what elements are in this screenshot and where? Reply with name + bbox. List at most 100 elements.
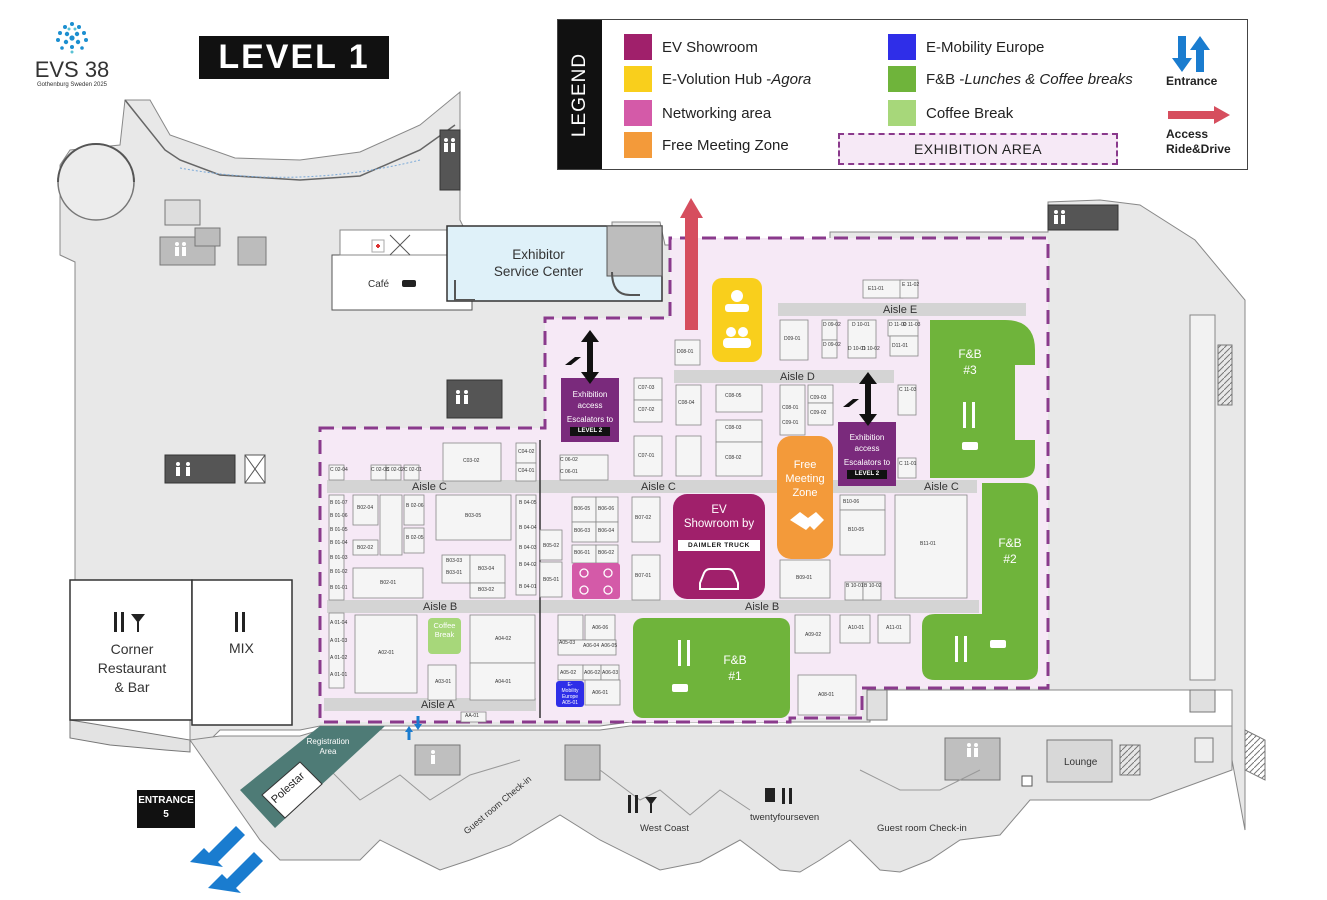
booth-label[interactable]: E 11-02 (902, 282, 920, 288)
booth-label[interactable]: D 09-02 (823, 342, 841, 348)
ev-showroom-line2: Showroom by (683, 518, 755, 530)
booth-label[interactable]: B 01-03 (330, 555, 348, 561)
booth-label[interactable]: C04-01 (518, 468, 535, 474)
booth-label[interactable]: C 02-03 (371, 467, 389, 473)
booth-label[interactable]: C03-02 (463, 458, 480, 464)
booth-label[interactable]: C 02-01 (404, 467, 422, 473)
booth-label[interactable]: B 02-05 (406, 535, 424, 541)
booth-label[interactable]: C04-02 (518, 449, 535, 455)
booth-label[interactable]: A02-01 (378, 650, 395, 656)
booth-label[interactable]: C 06-02 (560, 457, 578, 463)
booth-label[interactable]: A06-03 (602, 670, 619, 676)
legend-item: E-Volution Hub - Agora (624, 66, 811, 92)
booth-label[interactable]: D11-01 (892, 343, 909, 349)
booth-label[interactable]: B02-01 (380, 580, 397, 586)
booth-label[interactable]: A09-02 (805, 632, 822, 638)
e-mobility-line1: E- (567, 682, 573, 688)
booth-label[interactable]: C07-03 (638, 385, 655, 391)
booth-label[interactable]: B05-01 (543, 577, 560, 583)
booth-label[interactable]: B 01-07 (330, 500, 348, 506)
booth-label[interactable]: B03-04 (478, 566, 495, 572)
booth-label[interactable]: B 04-02 (519, 562, 537, 568)
booth-label[interactable]: B03-02 (478, 587, 495, 593)
booth-label[interactable]: C08-05 (725, 393, 742, 399)
booth-label[interactable]: D 09-02 (823, 322, 841, 328)
booth-label[interactable]: C08-01 (782, 405, 799, 411)
booth-label[interactable]: B03-03 (446, 558, 463, 564)
booth-label[interactable]: B06-04 (598, 528, 615, 534)
booth-label[interactable]: C 02-02 (386, 467, 404, 473)
booth-label[interactable]: B 02-06 (406, 503, 424, 509)
booth-label[interactable]: A05-03 (559, 640, 576, 646)
booth-label[interactable]: B05-02 (543, 543, 560, 549)
coffee-break-line2: Break (434, 630, 455, 639)
booth-label[interactable]: B10-06 (843, 499, 860, 505)
booth-label[interactable]: B06-05 (574, 506, 591, 512)
booth-label[interactable]: C 11-03 (899, 387, 917, 393)
booth-label[interactable]: D 11-02 (889, 322, 907, 328)
booth-label[interactable]: C07-01 (638, 453, 655, 459)
booth-label[interactable]: B 04-05 (519, 500, 537, 506)
booth-label[interactable]: E11-01 (868, 286, 884, 292)
booth-label[interactable]: C08-04 (678, 400, 695, 406)
booth-label[interactable]: C 02-04 (330, 467, 348, 473)
booth-label[interactable]: C09-02 (810, 410, 827, 416)
booth-label[interactable]: B02-04 (357, 505, 374, 511)
booth-label[interactable]: C09-03 (810, 395, 827, 401)
booth-label[interactable]: B 01-05 (330, 527, 348, 533)
booth-label[interactable]: AA-01 (465, 713, 479, 719)
booth-label[interactable]: A 01-04 (330, 620, 348, 626)
booth-label[interactable]: A11-01 (886, 625, 902, 631)
free-meeting-line1: Free (793, 459, 817, 471)
booth-label[interactable]: B03-01 (446, 570, 463, 576)
booth-label[interactable]: C 06-01 (560, 469, 578, 475)
booth-label[interactable]: B 01-04 (330, 540, 348, 546)
booth-label[interactable]: B06-01 (574, 550, 591, 556)
booth-label[interactable]: B 01-01 (330, 585, 348, 591)
booth-label[interactable]: B09-01 (796, 575, 813, 581)
booth-label[interactable]: C08-02 (725, 455, 742, 461)
booth-label[interactable]: B03-05 (465, 513, 482, 519)
booth-label[interactable]: A04-01 (495, 679, 512, 685)
booth-label[interactable]: D 10-02 (862, 346, 880, 352)
booth-label[interactable]: B 01-06 (330, 513, 348, 519)
booth-label[interactable]: B07-01 (635, 573, 652, 579)
booth-label[interactable]: A04-02 (495, 636, 512, 642)
booth-label[interactable]: D 11-03 (903, 322, 921, 328)
booth-label[interactable]: D 10-01 (852, 322, 870, 328)
booth-label[interactable]: B02-02 (357, 545, 374, 551)
booth-label[interactable]: B 10-01 (846, 583, 864, 589)
booth-label[interactable]: B 04-04 (519, 525, 537, 531)
booth-label[interactable]: D08-01 (677, 349, 694, 355)
booth-label[interactable]: C07-02 (638, 407, 655, 413)
booth-label[interactable]: B06-06 (598, 506, 615, 512)
booth-label[interactable]: B06-02 (598, 550, 615, 556)
booth-label[interactable]: A08-01 (818, 692, 835, 698)
booth-label[interactable]: A 01-01 (330, 672, 348, 678)
booth-label[interactable]: C09-01 (782, 420, 799, 426)
booth-label[interactable]: A06-01 (592, 690, 609, 696)
booth-label[interactable]: A06-05 (601, 643, 618, 649)
booth-label[interactable]: A06-04 (583, 643, 600, 649)
booth-label[interactable]: A05-02 (560, 670, 577, 676)
booth-label[interactable]: B 04-03 (519, 545, 537, 551)
booth-label[interactable]: A06-02 (584, 670, 601, 676)
mix-label: MIX (229, 640, 254, 656)
entrance-5-sign: ENTRANCE 5 (137, 790, 195, 828)
booth-label[interactable]: B10-05 (848, 527, 865, 533)
booth-label[interactable]: B 01-02 (330, 569, 348, 575)
booth-label[interactable]: B07-02 (635, 515, 652, 521)
booth-label[interactable]: B11-01 (920, 541, 936, 547)
booth-label[interactable]: D 10-01 (848, 346, 866, 352)
booth-label[interactable]: B 04-01 (519, 584, 537, 590)
booth-label[interactable]: B 10-02 (864, 583, 882, 589)
booth-label[interactable]: A10-01 (848, 625, 865, 631)
booth-label[interactable]: A 01-02 (330, 655, 348, 661)
booth-label[interactable]: B06-03 (574, 528, 591, 534)
booth-label[interactable]: A 01-03 (330, 638, 348, 644)
booth-label[interactable]: D09-01 (784, 336, 801, 342)
booth-label[interactable]: C 11-01 (899, 461, 917, 467)
booth-label[interactable]: A06-06 (592, 625, 609, 631)
booth-label[interactable]: C08-03 (725, 425, 742, 431)
booth-label[interactable]: A03-01 (435, 679, 452, 685)
